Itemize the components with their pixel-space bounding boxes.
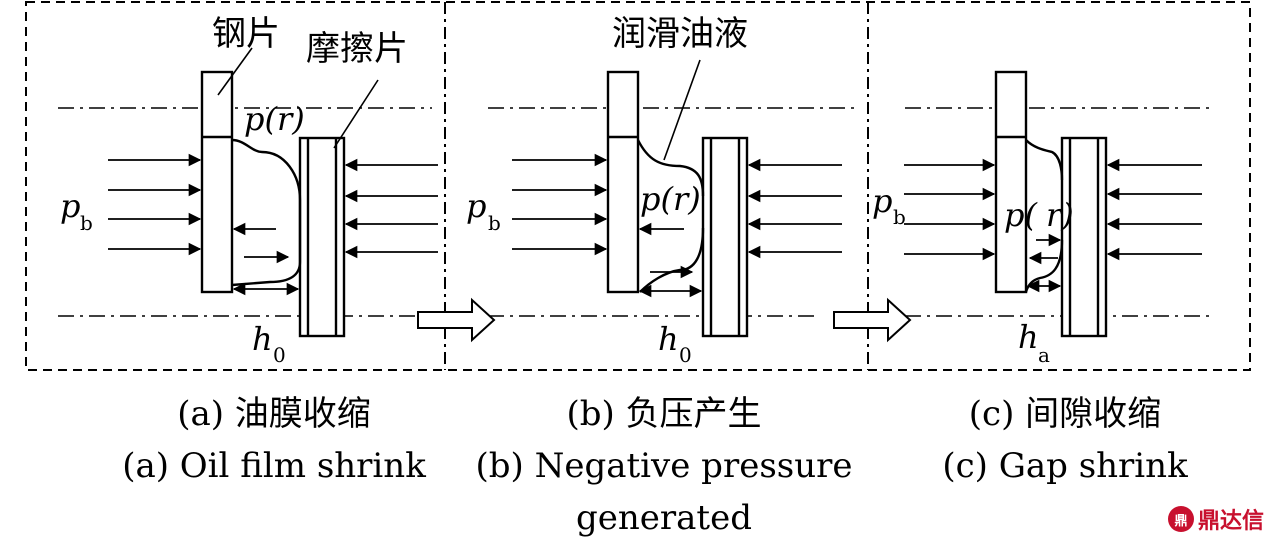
steel-plate-b xyxy=(606,70,640,294)
caption-a-en: (a) Oil film shrink xyxy=(122,446,426,486)
caption-c-en: (c) Gap shrink xyxy=(942,446,1188,486)
pb-sub-c: b xyxy=(893,205,906,229)
friction-plate-b xyxy=(701,136,749,338)
oil-film-b-bottom xyxy=(639,227,705,293)
transition-arrow-bc xyxy=(833,297,912,343)
ha-sub-c: a xyxy=(1038,343,1050,367)
caption-a-cn: (a) 油膜收缩 xyxy=(177,394,371,434)
pb-label-b: p xyxy=(466,187,486,225)
friction-plate-c xyxy=(1060,136,1108,338)
caption-c-cn: (c) 间隙收缩 xyxy=(968,394,1162,434)
pb-sub-b: b xyxy=(488,211,501,235)
watermark: 鼎 鼎达信 xyxy=(1167,503,1264,535)
steel-plate-label: 钢片 xyxy=(212,14,280,54)
watermark-text: 鼎达信 xyxy=(1197,509,1264,534)
pressure-label-a: p(r) xyxy=(244,100,305,138)
lubricant-label: 润滑油液 xyxy=(612,14,748,54)
watermark-logo-icon: 鼎 xyxy=(1167,506,1194,532)
ha-label-c: h xyxy=(1018,318,1039,356)
h0-label-b: h xyxy=(658,320,679,358)
caption-b: (b) 负压产生 (b) Negative pressure generated xyxy=(454,388,874,544)
panel-a xyxy=(108,47,438,338)
pb-label-c: p xyxy=(872,182,892,220)
pb-sub-a: b xyxy=(80,211,93,235)
friction-plate-a xyxy=(298,136,346,338)
oil-film-a xyxy=(231,138,302,287)
pressure-label-b: p(r) xyxy=(640,180,701,218)
panel-b xyxy=(512,59,842,338)
caption-c: (c) 间隙收缩 (c) Gap shrink xyxy=(855,388,1275,492)
reference-lines xyxy=(58,107,1212,317)
steel-plate-c xyxy=(994,70,1028,294)
pressure-label-c-tail: r) xyxy=(1046,196,1074,234)
steel-plate-a xyxy=(200,70,234,294)
outer-frame xyxy=(25,1,1251,371)
friction-plate-label: 摩擦片 xyxy=(306,29,408,69)
h0-label-a: h xyxy=(252,320,273,358)
oil-film-c-bottom xyxy=(1024,239,1064,293)
oil-film-c-top xyxy=(1025,139,1064,181)
transition-arrow-ab xyxy=(417,297,496,343)
caption-a: (a) 油膜收缩 (a) Oil film shrink xyxy=(64,388,484,492)
pb-label-a: p xyxy=(60,187,80,225)
panel-c xyxy=(904,70,1202,338)
caption-b-cn: (b) 负压产生 xyxy=(566,394,762,434)
h0-sub-a: 0 xyxy=(273,343,286,367)
pressure-label-c: p( xyxy=(1004,196,1038,234)
oil-film-b-top xyxy=(636,139,705,197)
panel-frames xyxy=(25,1,1251,371)
caption-b-en-1: (b) Negative pressure xyxy=(475,446,853,486)
h0-sub-b: 0 xyxy=(679,343,692,367)
caption-b-en-2: generated xyxy=(576,498,752,538)
